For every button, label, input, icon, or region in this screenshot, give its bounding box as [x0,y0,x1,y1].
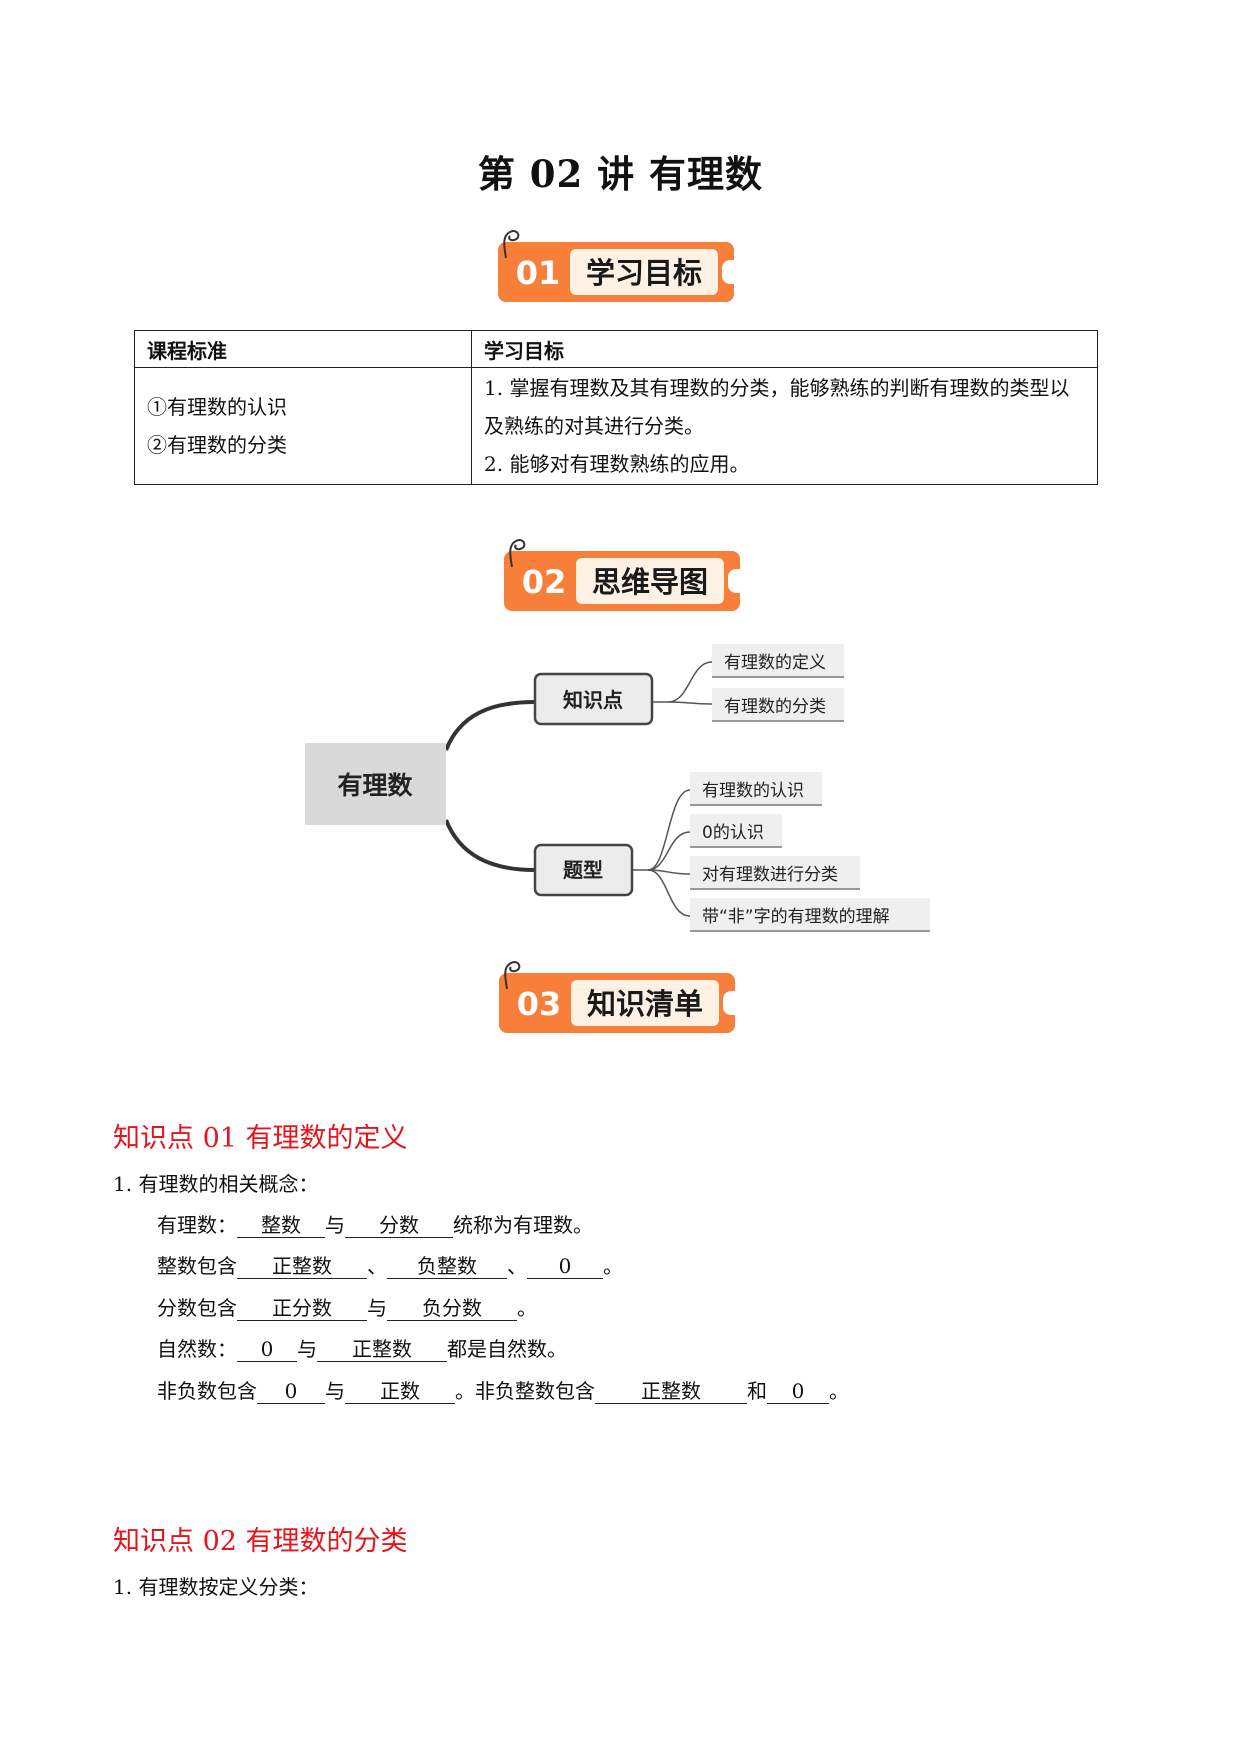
leaf-label: 有理数的认识 [702,781,804,801]
connector [444,700,536,751]
section-label: 学习目标 [585,256,702,290]
leaf-node [712,644,844,676]
definition-line: 分数包含正分数与负分数。 [157,1296,537,1321]
table-header-standard: 课程标准 [134,330,472,368]
standard-item: ①有理数的认识 [147,395,287,419]
standard-item: ②有理数的分类 [147,433,287,457]
fill-blank: 正数 [345,1379,455,1404]
leaf-node [690,814,782,846]
clip-icon [504,961,521,990]
fill-blank: 0 [767,1379,829,1404]
fill-blank: 负分数 [387,1296,517,1321]
fill-blank: 正整数 [595,1379,747,1404]
leaf-label: 有理数的分类 [724,697,826,717]
fill-blank: 分数 [345,1213,453,1238]
section-label: 思维导图 [591,565,708,599]
page-title: 第 02 讲 有理数 [477,152,764,196]
goal-item: 1. 掌握有理数及其有理数的分类，能够熟练的判断有理数的类型以及熟练的对其进行分… [484,376,1070,438]
leaf-label: 带“非”字的有理数的理解 [702,907,890,927]
fill-blank: 0 [527,1254,603,1279]
knowledge-point-title: 知识点 01 有理数的定义 [113,1123,408,1154]
connector [444,819,536,872]
fill-blank: 正分数 [237,1296,367,1321]
branch-node-question-types [533,843,634,897]
clip-icon [503,230,520,259]
section-number: 02 [521,563,567,601]
goal-item: 2. 能够对有理数熟练的应用。 [484,452,750,476]
section-number: 03 [516,985,562,1023]
knowledge-intro: 1. 有理数按定义分类： [113,1575,319,1599]
root-node [305,743,446,825]
section-badge-01: 01 学习目标 [498,224,738,304]
definition-line: 整数包含正整数、负整数、0。 [157,1254,623,1279]
table-header-goal: 学习目标 [471,330,1098,368]
knowledge-point-title: 知识点 02 有理数的分类 [113,1526,408,1557]
fill-blank: 0 [237,1337,297,1362]
branch-label: 知识点 [563,688,623,712]
goals-cell: 1. 掌握有理数及其有理数的分类，能够熟练的判断有理数的类型以及熟练的对其进行分… [471,367,1098,485]
branch-label: 题型 [563,858,603,882]
fill-blank: 正整数 [237,1254,367,1279]
fill-blank: 整数 [237,1213,325,1238]
leaf-label: 有理数的定义 [724,653,826,673]
leaf-node [690,856,860,888]
section-number: 01 [515,254,561,292]
fill-blank: 正整数 [317,1337,447,1362]
leaf-label: 对有理数进行分类 [702,865,838,885]
standards-cell: ①有理数的认识 ②有理数的分类 [134,367,472,485]
section-badge-02: 02 思维导图 [504,533,744,613]
leaf-node [712,688,844,720]
knowledge-intro: 1. 有理数的相关概念： [113,1172,319,1196]
definition-line: 有理数：整数与分数统称为有理数。 [157,1213,593,1238]
section-badge-03: 03 知识清单 [499,955,739,1035]
root-label: 有理数 [337,771,413,800]
branch-node-knowledge [533,672,654,726]
objectives-table: 课程标准 学习目标 ①有理数的认识 ②有理数的分类 1. 掌握有理数及其有理数的… [134,330,1098,485]
leaf-node [690,898,930,930]
section-label: 知识清单 [586,987,703,1021]
leaf-node [690,772,822,804]
leaf-label: 0的认识 [702,823,764,843]
fill-blank: 0 [257,1379,325,1404]
fill-blank: 负整数 [387,1254,507,1279]
clip-icon [509,539,526,568]
